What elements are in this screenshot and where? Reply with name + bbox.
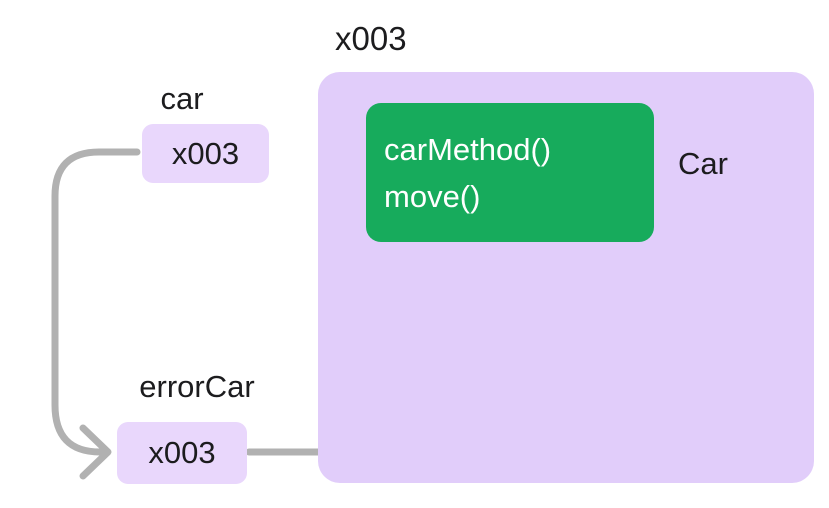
variable-box-car: x003 — [142, 124, 269, 183]
variable-value-car: x003 — [171, 135, 240, 171]
heap-object-box: carMethod() move() Car — [318, 72, 814, 483]
variable-value-errorcar: x003 — [148, 435, 216, 470]
methods-box: carMethod() move() — [366, 103, 654, 242]
variable-label-car: car — [160, 81, 204, 116]
variable-label-errorcar: errorCar — [139, 369, 255, 404]
class-name-label: Car — [678, 146, 728, 181]
method-move: move() — [384, 178, 481, 214]
heap-object-address: x003 — [335, 20, 407, 57]
method-carmethod: carMethod() — [384, 131, 552, 167]
variable-box-errorcar: x003 — [117, 422, 247, 484]
